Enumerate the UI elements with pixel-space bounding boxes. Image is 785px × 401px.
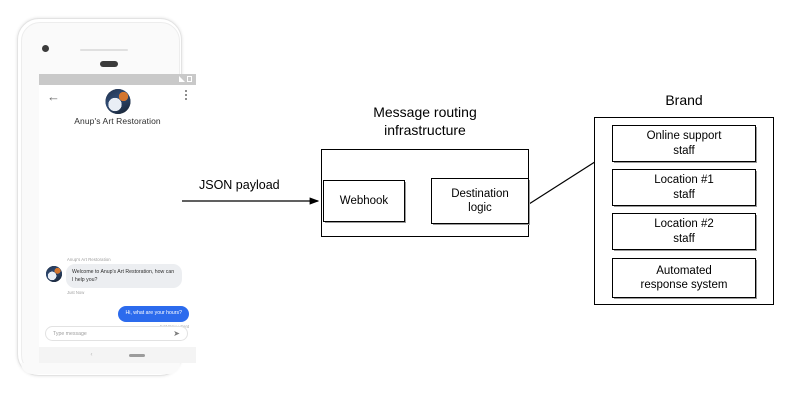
incoming-sender-label: Anup's Art Restoration <box>67 257 111 262</box>
battery-icon <box>187 76 192 82</box>
phone-chin <box>21 363 180 374</box>
phone-camera-icon <box>42 45 49 52</box>
brand-item-line1: Automated <box>656 264 712 277</box>
kebab-menu-icon[interactable] <box>184 90 187 100</box>
send-arrow-icon[interactable]: ➤ <box>173 328 180 338</box>
brand-item-automated-response-system[interactable]: Automated response system <box>612 258 756 298</box>
brand-item-label: Online support staff <box>613 126 755 161</box>
brand-item-label: Location #1 staff <box>613 170 755 205</box>
phone-nav-bar: ‹ <box>39 347 196 363</box>
incoming-bubble-text: Welcome to Anup's Art Restoration, how c… <box>66 264 182 289</box>
outgoing-message: Hi, what are your hours? Just Now • Sent <box>118 301 189 329</box>
routing-title-line1: Message routing <box>373 104 477 120</box>
brand-item-line1: Location #2 <box>654 218 714 231</box>
signal-triangle-icon <box>179 76 185 82</box>
app-bar: ← Anup's Art Restoration <box>39 85 196 133</box>
chat-area: Anup's Art Restoration Welcome to Anup's… <box>39 133 196 347</box>
phone-mockup: ← Anup's Art Restoration Anup's Art Rest… <box>17 18 196 376</box>
brand-item-online-support-staff[interactable]: Online support staff <box>612 125 756 162</box>
payload-label: JSON payload <box>199 178 280 192</box>
routing-title: Message routing infrastructure <box>330 104 520 139</box>
status-icons <box>179 76 192 82</box>
incoming-message: Anup's Art Restoration Welcome to Anup's… <box>46 257 190 295</box>
status-bar <box>39 74 196 85</box>
phone-top-line <box>80 49 128 51</box>
brand-item-label: Location #2 staff <box>613 214 755 249</box>
nav-back-icon[interactable]: ‹ <box>90 352 93 358</box>
webhook-label: Webhook <box>339 194 389 207</box>
phone-brand-title: Anup's Art Restoration <box>74 116 161 126</box>
brand-item-line2: staff <box>673 188 695 201</box>
incoming-avatar <box>46 266 62 282</box>
phone-speaker-icon <box>100 61 118 67</box>
avatar-artwork <box>105 89 130 114</box>
destination-logic-box[interactable]: Destination logic <box>431 178 529 224</box>
destination-logic-line2: logic <box>468 202 492 214</box>
brand-item-label: Automated response system <box>613 259 755 297</box>
message-input-placeholder[interactable]: Type message <box>53 330 87 337</box>
avatar-artwork-small <box>46 266 62 282</box>
incoming-timestamp: Just Now <box>67 290 85 296</box>
outgoing-bubble-text: Hi, what are your hours? <box>118 306 189 322</box>
brand-item-location-2-staff[interactable]: Location #2 staff <box>612 213 756 250</box>
message-composer[interactable]: Type message ➤ <box>45 326 188 341</box>
brand-item-line1: Location #1 <box>654 174 714 187</box>
webhook-box[interactable]: Webhook <box>323 180 405 222</box>
brand-item-line2: staff <box>673 144 695 157</box>
brand-item-line1: Online support <box>646 130 722 143</box>
routing-title-line2: infrastructure <box>384 121 466 138</box>
phone-screen: ← Anup's Art Restoration Anup's Art Rest… <box>39 74 196 347</box>
destination-logic-label: Destination logic <box>432 179 528 223</box>
brand-avatar-icon <box>105 89 130 114</box>
brand-item-location-1-staff[interactable]: Location #1 staff <box>612 169 756 206</box>
destination-logic-line1: Destination <box>451 187 509 200</box>
incoming-bubble-row: Welcome to Anup's Art Restoration, how c… <box>46 264 190 289</box>
brand-item-line2: response system <box>640 279 728 291</box>
home-pill-icon[interactable] <box>128 353 145 357</box>
brand-title: Brand <box>665 92 703 108</box>
brand-item-line2: staff <box>673 232 695 245</box>
back-arrow-icon[interactable]: ← <box>47 89 60 104</box>
